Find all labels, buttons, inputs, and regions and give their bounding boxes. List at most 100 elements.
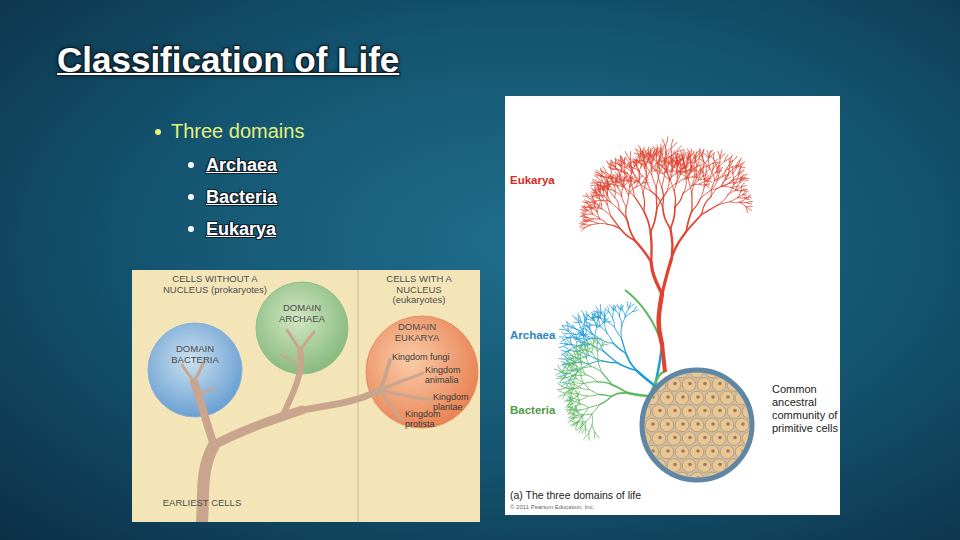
cell bbox=[675, 364, 689, 378]
cell-nucleus bbox=[658, 463, 662, 467]
cell bbox=[712, 378, 726, 392]
cell bbox=[660, 418, 674, 432]
kingdom-label: Kingdom animalia bbox=[425, 365, 471, 385]
cell-nucleus bbox=[703, 436, 707, 440]
cell-nucleus bbox=[711, 422, 715, 426]
cell bbox=[727, 378, 741, 392]
branch bbox=[650, 157, 652, 164]
domain-link: Eukarya bbox=[206, 217, 276, 241]
cell-nucleus bbox=[681, 368, 685, 372]
cell bbox=[652, 405, 666, 419]
bullet-text: Three domains bbox=[171, 119, 304, 143]
cell bbox=[660, 391, 674, 405]
cell bbox=[705, 445, 719, 459]
cell-nucleus bbox=[658, 382, 662, 386]
cell-nucleus bbox=[673, 463, 677, 467]
cell-nucleus bbox=[733, 382, 737, 386]
cell-nucleus bbox=[726, 422, 730, 426]
cell-community bbox=[639, 367, 755, 483]
cell-nucleus bbox=[681, 422, 685, 426]
circle-outline bbox=[147, 322, 243, 418]
cell bbox=[667, 459, 681, 473]
cell bbox=[690, 418, 704, 432]
cell-nucleus bbox=[711, 476, 715, 480]
cell bbox=[690, 445, 704, 459]
cell-nucleus bbox=[726, 395, 730, 399]
cell bbox=[742, 432, 756, 446]
cell-nucleus bbox=[741, 449, 745, 453]
cell bbox=[682, 405, 696, 419]
cell-nucleus bbox=[733, 463, 737, 467]
cell-nucleus bbox=[733, 409, 737, 413]
cell bbox=[727, 405, 741, 419]
primitive-cells bbox=[637, 364, 756, 486]
cell bbox=[705, 364, 719, 378]
cell-nucleus bbox=[688, 463, 692, 467]
cell bbox=[690, 472, 704, 486]
cell bbox=[720, 418, 734, 432]
slide-title: Classification of Life bbox=[57, 38, 399, 82]
cell bbox=[735, 445, 749, 459]
cell-nucleus bbox=[711, 395, 715, 399]
cell-nucleus bbox=[673, 409, 677, 413]
cell-nucleus bbox=[726, 449, 730, 453]
cell-nucleus bbox=[711, 368, 715, 372]
branch bbox=[584, 220, 588, 221]
figure-caption: (a) The three domains of life bbox=[510, 489, 641, 502]
cell bbox=[682, 459, 696, 473]
ancestral-cell-circle: Common ancestral community of primitive … bbox=[639, 367, 755, 483]
cell-nucleus bbox=[688, 436, 692, 440]
domain-label: DOMAIN EUKARYA bbox=[387, 322, 447, 343]
cell bbox=[645, 418, 659, 432]
cell-nucleus bbox=[741, 395, 745, 399]
branch bbox=[651, 232, 652, 262]
cell bbox=[690, 391, 704, 405]
cell-nucleus bbox=[666, 395, 670, 399]
cell-nucleus bbox=[643, 409, 647, 413]
cell-nucleus bbox=[696, 395, 700, 399]
bullet-dot bbox=[188, 194, 194, 200]
cell bbox=[667, 378, 681, 392]
root-label: EARLIEST CELLS bbox=[162, 498, 242, 509]
branch bbox=[611, 177, 623, 181]
cell-nucleus bbox=[748, 436, 752, 440]
cell bbox=[667, 405, 681, 419]
cell-nucleus bbox=[658, 409, 662, 413]
cell-nucleus bbox=[651, 449, 655, 453]
cell bbox=[697, 432, 711, 446]
cell-nucleus bbox=[718, 436, 722, 440]
cell bbox=[712, 405, 726, 419]
cell bbox=[712, 432, 726, 446]
kingdom-label: Kingdom protista bbox=[405, 409, 451, 429]
cell bbox=[637, 405, 651, 419]
prokaryote-eukaryote-panel: DOMAIN BACTERIADOMAIN ARCHAEADOMAIN EUKA… bbox=[132, 270, 480, 522]
cell bbox=[727, 459, 741, 473]
cell bbox=[720, 391, 734, 405]
cell-nucleus bbox=[718, 409, 722, 413]
cell-nucleus bbox=[651, 422, 655, 426]
cell-nucleus bbox=[696, 476, 700, 480]
domain-disc bbox=[148, 323, 242, 417]
domain-name: Bacteria bbox=[510, 403, 580, 417]
branch bbox=[639, 173, 640, 182]
cell-nucleus bbox=[703, 409, 707, 413]
domain-name: Eukarya bbox=[510, 173, 580, 187]
cell bbox=[675, 391, 689, 405]
cell bbox=[667, 432, 681, 446]
cell-nucleus bbox=[696, 368, 700, 372]
cell bbox=[697, 405, 711, 419]
cell-nucleus bbox=[741, 422, 745, 426]
cell bbox=[727, 432, 741, 446]
cell-nucleus bbox=[681, 476, 685, 480]
domain-label: DOMAIN BACTERIA bbox=[160, 344, 230, 365]
column-header: CELLS WITHOUT A NUCLEUS (prokaryotes) bbox=[160, 274, 270, 295]
cell bbox=[682, 432, 696, 446]
cell bbox=[735, 418, 749, 432]
cell-nucleus bbox=[696, 422, 700, 426]
cell bbox=[735, 391, 749, 405]
ancestor-label: Common ancestral community of primitive … bbox=[772, 383, 840, 435]
domain-circle: DOMAIN BACTERIA bbox=[147, 322, 243, 418]
cell-nucleus bbox=[673, 436, 677, 440]
cell bbox=[675, 472, 689, 486]
cell bbox=[690, 364, 704, 378]
